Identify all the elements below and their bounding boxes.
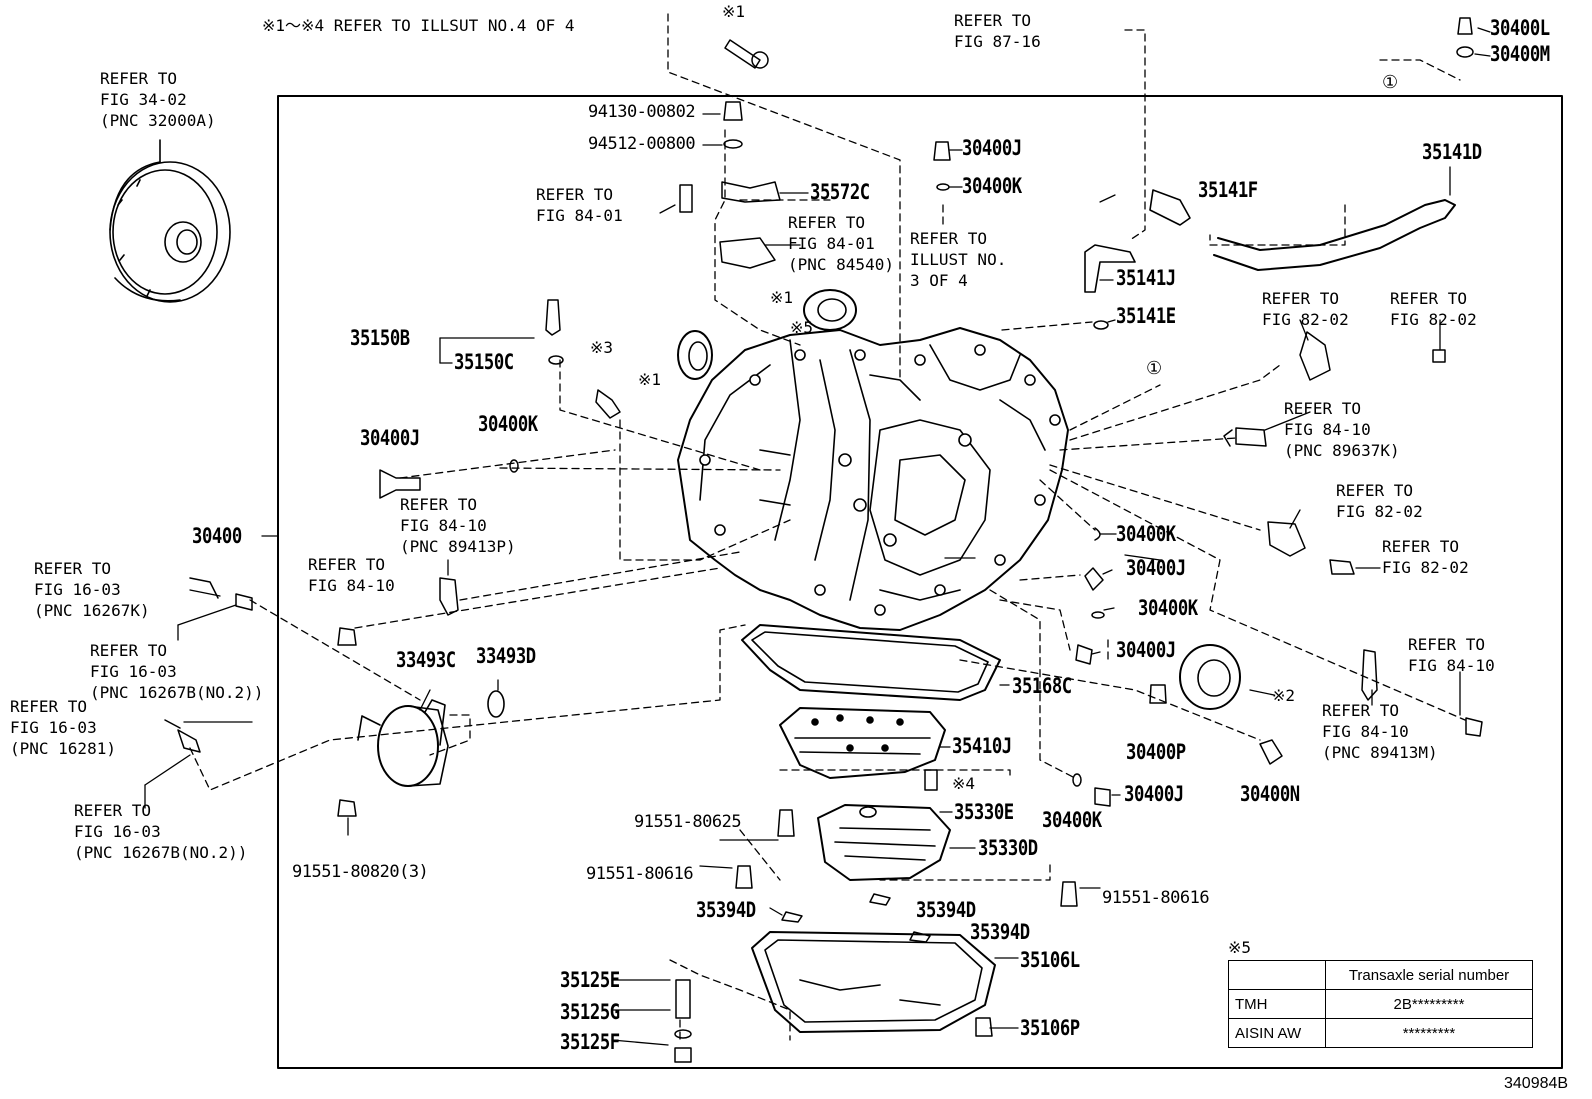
- part-91551-80616-a[interactable]: 91551-80616: [586, 864, 694, 884]
- part-30400P[interactable]: 30400P: [1126, 740, 1186, 764]
- oil-strainer-drawing: [817, 804, 951, 881]
- ref-fig-84-10-89637k[interactable]: REFER TO FIG 84-10 (PNC 89637K): [1284, 399, 1400, 460]
- part-35141J[interactable]: 35141J: [1116, 266, 1176, 290]
- part-91551-80616-b[interactable]: 91551-80616: [1102, 888, 1210, 908]
- oil-hose-drawing: [1213, 199, 1456, 271]
- oil-pan-gasket-drawing: [741, 624, 1001, 701]
- oil-seal-left: [677, 330, 713, 380]
- ref-fig-16-03-16281[interactable]: REFER TO FIG 16-03 (PNC 16281): [10, 697, 116, 758]
- part-30400M[interactable]: 30400M: [1490, 42, 1550, 66]
- part-30400K-r2[interactable]: 30400K: [1138, 596, 1198, 620]
- part-30400J-left[interactable]: 30400J: [360, 426, 420, 450]
- assembly-frame: [277, 95, 1563, 1069]
- ref-fig-16-03-16267b-b[interactable]: REFER TO FIG 16-03 (PNC 16267B(NO.2)): [74, 801, 248, 862]
- part-91551-80820[interactable]: 91551-80820(3): [292, 862, 429, 882]
- part-30400N[interactable]: 30400N: [1240, 782, 1300, 806]
- connector-circle-1-b: ①: [1146, 358, 1163, 379]
- part-35394D-a[interactable]: 35394D: [696, 898, 756, 922]
- part-35330D[interactable]: 35330D: [978, 836, 1038, 860]
- part-33493D[interactable]: 33493D: [476, 644, 536, 668]
- table-header: Transaxle serial number: [1325, 960, 1533, 990]
- part-30400K-low[interactable]: 30400K: [1042, 808, 1102, 832]
- part-91551-80625[interactable]: 91551-80625: [634, 812, 742, 832]
- ref-fig-34-02[interactable]: REFER TO FIG 34-02 (PNC 32000A): [100, 69, 216, 130]
- diagram-id: 340984B: [1504, 1075, 1569, 1092]
- ref-fig-16-03-16267k[interactable]: REFER TO FIG 16-03 (PNC 16267K): [34, 559, 150, 620]
- part-35125E[interactable]: 35125E: [560, 968, 620, 992]
- note-mark-1-left: ※1: [638, 370, 662, 389]
- ref-fig-16-03-16267b-a[interactable]: REFER TO FIG 16-03 (PNC 16267B(NO.2)): [90, 641, 264, 702]
- ref-fig-82-02-c[interactable]: REFER TO FIG 82-02: [1336, 481, 1423, 521]
- part-94130-00802[interactable]: 94130-00802: [588, 102, 696, 122]
- part-30400K-left[interactable]: 30400K: [478, 412, 538, 436]
- ref-fig-84-10-left[interactable]: REFER TO FIG 84-10: [308, 555, 395, 595]
- part-30400[interactable]: 30400: [192, 524, 242, 548]
- part-33493C[interactable]: 33493C: [396, 648, 456, 672]
- note-mark-4: ※4: [952, 774, 976, 793]
- ref-fig-87-16[interactable]: REFER TO FIG 87-16: [954, 11, 1041, 51]
- part-30400J-low[interactable]: 30400J: [1124, 782, 1184, 806]
- part-30400J-top[interactable]: 30400J: [962, 136, 1022, 160]
- part-35572C[interactable]: 35572C: [810, 180, 870, 204]
- serial-cell: 2B*********: [1325, 989, 1533, 1019]
- ref-fig-84-10-right[interactable]: REFER TO FIG 84-10: [1408, 635, 1495, 675]
- note-mark-5: ※5: [790, 318, 814, 337]
- note-mark-3: ※3: [590, 338, 614, 357]
- note-mark-1-seal: ※1: [770, 288, 794, 307]
- part-35125F[interactable]: 35125F: [560, 1030, 620, 1054]
- table-row: Transaxle serial number: [1228, 960, 1533, 990]
- part-35125G[interactable]: 35125G: [560, 1000, 620, 1024]
- transaxle-case-drawing: [677, 327, 1069, 631]
- part-35150B[interactable]: 35150B: [350, 326, 410, 350]
- part-35168C[interactable]: 35168C: [1012, 674, 1072, 698]
- leader-lines: [144, 27, 1491, 1046]
- header-note: ※1～※4 REFER TO ILLSUT NO.4 OF 4: [262, 16, 575, 35]
- part-35141F[interactable]: 35141F: [1198, 178, 1258, 202]
- maker-cell: TMH: [1228, 989, 1326, 1019]
- part-30400J-r2[interactable]: 30400J: [1116, 638, 1176, 662]
- part-30400K-top[interactable]: 30400K: [962, 174, 1022, 198]
- ref-fig-84-10-89413m[interactable]: REFER TO FIG 84-10 (PNC 89413M): [1322, 701, 1438, 762]
- part-35410J[interactable]: 35410J: [952, 734, 1012, 758]
- part-30400L[interactable]: 30400L: [1490, 16, 1550, 40]
- part-35141D[interactable]: 35141D: [1422, 140, 1482, 164]
- ref-fig-84-01-b[interactable]: REFER TO FIG 84-01 (PNC 84540): [788, 213, 894, 274]
- oil-pan-drawing: [751, 931, 996, 1033]
- part-35150C[interactable]: 35150C: [454, 350, 514, 374]
- oil-seal-right: [1179, 644, 1241, 710]
- ref-fig-82-02-a[interactable]: REFER TO FIG 82-02: [1262, 289, 1349, 329]
- serial-cell: *********: [1325, 1018, 1533, 1048]
- ref-fig-82-02-b[interactable]: REFER TO FIG 82-02: [1390, 289, 1477, 329]
- ref-illust-3-of-4[interactable]: REFER TO ILLUST NO. 3 OF 4: [910, 229, 1007, 290]
- ref-fig-84-10-89413p[interactable]: REFER TO FIG 84-10 (PNC 89413P): [400, 495, 516, 556]
- table-cell-empty: [1228, 960, 1326, 990]
- dashed-connectors: [189, 13, 1466, 1041]
- serial-table-note-mark: ※5: [1228, 938, 1252, 957]
- part-35394D-c[interactable]: 35394D: [970, 920, 1030, 944]
- part-35106L[interactable]: 35106L: [1020, 948, 1080, 972]
- part-30400J-r1[interactable]: 30400J: [1126, 556, 1186, 580]
- part-35141E[interactable]: 35141E: [1116, 304, 1176, 328]
- part-30400K-r1[interactable]: 30400K: [1116, 522, 1176, 546]
- table-row: TMH 2B*********: [1228, 989, 1533, 1019]
- serial-number-table: Transaxle serial number TMH 2B********* …: [1228, 960, 1533, 1048]
- ref-fig-82-02-d[interactable]: REFER TO FIG 82-02: [1382, 537, 1469, 577]
- note-mark-1-top: ※1: [722, 2, 746, 21]
- part-35106P[interactable]: 35106P: [1020, 1016, 1080, 1040]
- oil-seal-top: [803, 289, 857, 331]
- torque-converter-drawing: [109, 139, 231, 303]
- ref-fig-84-01-a[interactable]: REFER TO FIG 84-01: [536, 185, 623, 225]
- note-mark-2: ※2: [1272, 686, 1296, 705]
- bolts-and-washers: [164, 17, 1483, 1063]
- part-35394D-b[interactable]: 35394D: [916, 898, 976, 922]
- part-35330E[interactable]: 35330E: [954, 800, 1014, 824]
- valve-body-drawing: [779, 707, 946, 779]
- part-94512-00800[interactable]: 94512-00800: [588, 134, 696, 154]
- table-row: AISIN AW *********: [1228, 1018, 1533, 1048]
- maker-cell: AISIN AW: [1228, 1018, 1326, 1048]
- connector-circle-1-a: ①: [1382, 72, 1399, 93]
- oil-cooler-drawing: [357, 690, 505, 787]
